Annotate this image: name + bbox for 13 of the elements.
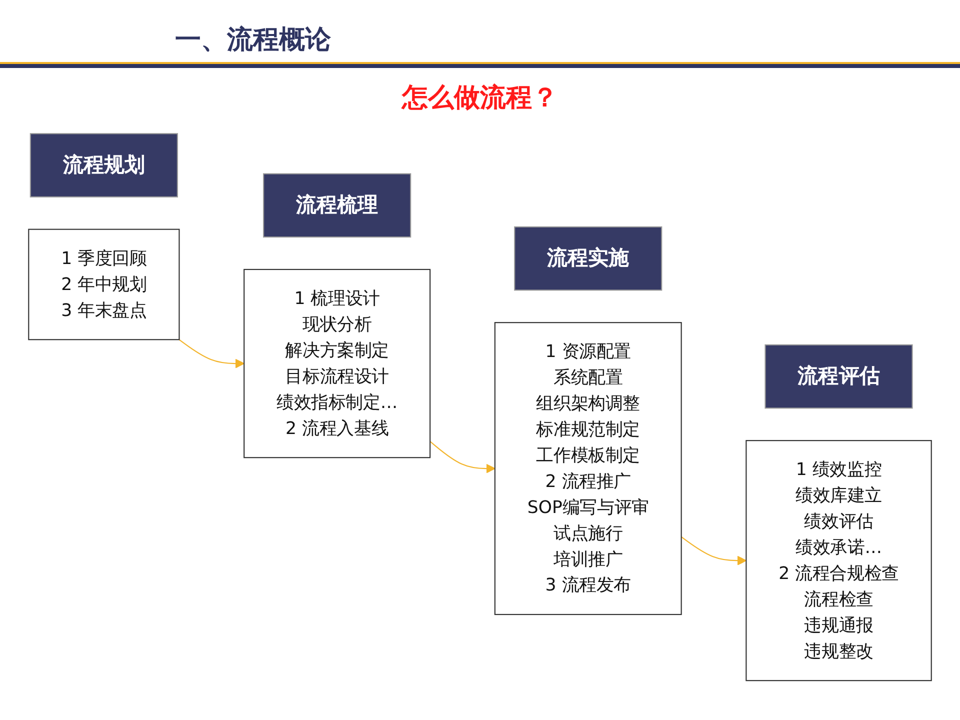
node-box: 流程评估 [764,344,913,409]
node-box: 1 资源配置 系统配置 组织架构调整 标准规范制定 工作模板制定 2 流程推广 SOP编写与评审 试点施行 培训推广 3 流程发布 [494,322,682,616]
arrow [681,536,747,566]
node-box: 流程实施 [514,226,662,291]
arrow [430,440,496,474]
node-box: 流程梳理 [263,173,412,238]
node-box: 1 绩效监控 绩效库建立 绩效评估 绩效承诺… 2 流程合规检查 流程检查 违规通报 违规整改 [746,440,932,682]
arrow [178,339,245,368]
note-text: 怎么做流程？ [402,83,558,113]
node-box: 1 季度回顾 2 年中规划 3 年末盘点 [28,228,180,340]
node-box: 1 梳理设计 现状分析 解决方案制定 目标流程设计 绩效指标制定… 2 流程入基线 [244,268,431,458]
title: 一、流程概论 [175,24,331,57]
node-box: 流程规划 [30,133,178,198]
